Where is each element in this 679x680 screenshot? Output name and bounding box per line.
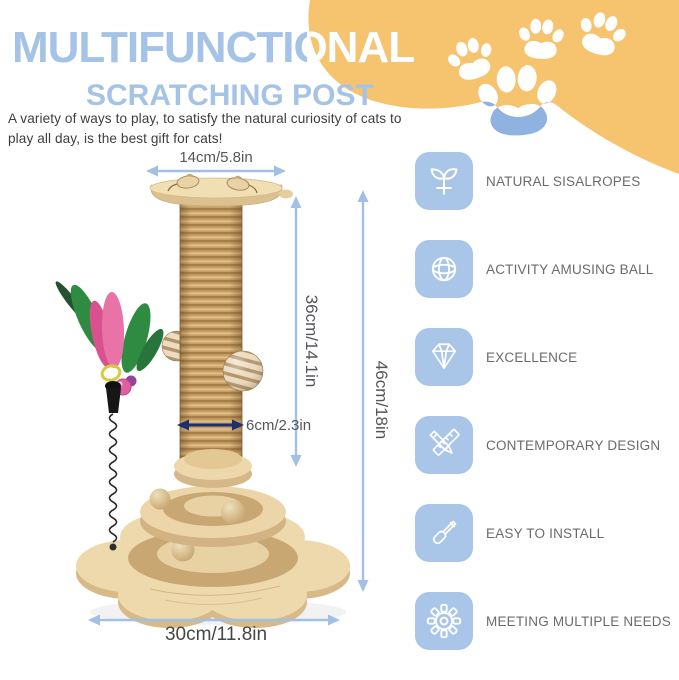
feather-toy <box>55 281 164 413</box>
toy-mouse-left <box>167 173 200 192</box>
dimension-base-width: 30cm/11.8in <box>164 624 268 645</box>
title-text-blue: MULTIFUNCTIONAL <box>12 23 415 72</box>
feature-label: ACTIVITY AMUSING BALL <box>486 261 654 277</box>
page-title: MULTIFUNCTIONAL MULTIFUNCTIONAL <box>12 23 415 72</box>
feature-label: CONTEMPORARY DESIGN <box>486 437 661 453</box>
spring-wire <box>108 413 118 543</box>
globe-icon <box>415 240 473 298</box>
top-plate <box>149 173 293 207</box>
flower-base <box>76 449 350 628</box>
feature-label: MEETING MULTIPLE NEEDS <box>486 613 671 629</box>
dimension-total-height: 46cm/18in <box>372 360 391 440</box>
post-diameter-arrow <box>177 419 244 431</box>
toy-connector <box>106 388 121 413</box>
diamond-icon <box>415 328 473 386</box>
wood-ball <box>221 500 245 524</box>
product-photo <box>55 173 350 628</box>
sisal-post <box>179 195 243 473</box>
dimension-post-diameter: 6cm/2.3in <box>246 417 312 434</box>
scene-illustration <box>55 0 679 628</box>
toy-ring <box>100 364 122 382</box>
spring-anchor <box>109 543 117 551</box>
pencil-ruler-icon <box>415 416 473 474</box>
product-description: A variety of ways to play, to satisfy th… <box>8 109 402 150</box>
feature-label: NATURAL SISALROPES <box>486 173 641 189</box>
toy-mouse-right <box>226 175 258 194</box>
feature-row-easy-to-install: EASY TO INSTALL <box>415 504 675 562</box>
description-line-1: A variety of ways to play, to satisfy th… <box>8 111 402 126</box>
feature-row-meeting-multiple-needs: MEETING MULTIPLE NEEDS <box>415 592 675 650</box>
feature-label: EXCELLENCE <box>486 349 578 365</box>
description-line-2: play all day, is the best gift for cats! <box>8 131 223 147</box>
page-subtitle: SCRATCHING POST <box>86 79 374 112</box>
dimension-arrows <box>88 165 369 626</box>
dimension-top-width: 14cm/5.8in <box>179 149 253 166</box>
feature-row-excellence: EXCELLENCE <box>415 328 675 386</box>
feature-row-natural-sisalropes: NATURAL SISALROPES <box>415 152 675 210</box>
feature-row-contemporary-design: CONTEMPORARY DESIGN <box>415 416 675 474</box>
plant-icon <box>415 152 473 210</box>
wood-ball <box>149 488 171 510</box>
feature-label: EASY TO INSTALL <box>486 525 605 541</box>
header: MULTIFUNCTIONAL MULTIFUNCTIONAL <box>12 26 672 70</box>
dimension-post-height: 36cm/14.1in <box>302 294 321 388</box>
feature-list: NATURAL SISALROPES ACTIVITY AMUSING BALL <box>415 152 675 680</box>
feature-row-activity-amusing-ball: ACTIVITY AMUSING BALL <box>415 240 675 298</box>
sisal-ball-right <box>222 350 264 392</box>
product-infographic: { "header": { "title": "MULTIFUNCTIONAL"… <box>8 0 679 650</box>
screwdriver-icon <box>415 504 473 562</box>
gear-icon <box>415 592 473 650</box>
